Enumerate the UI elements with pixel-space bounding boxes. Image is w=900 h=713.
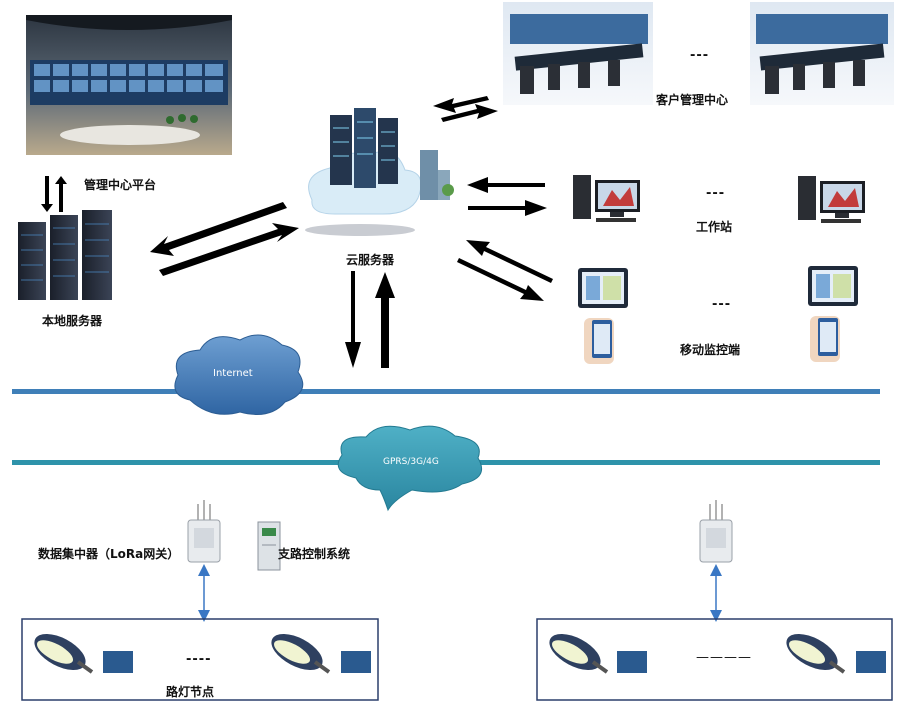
customer-center-image-2 <box>750 2 894 105</box>
cellular-cloud <box>337 425 482 512</box>
label-concentrator: 数据集中器（LoRa网关） <box>38 547 180 561</box>
concentrator-image-2 <box>699 500 733 563</box>
workstation-image-2 <box>798 176 865 223</box>
separator-mobile: --- <box>712 297 732 312</box>
separator-nodes-left: ---- <box>186 652 212 667</box>
arrow-cloud-local <box>150 202 299 276</box>
label-streetlight-nodes: 路灯节点 <box>166 685 215 699</box>
mobile-monitor-image-2 <box>808 266 858 362</box>
separator-nodes-right: ———— <box>696 650 752 665</box>
mobile-monitor-image-1 <box>578 268 628 364</box>
label-customer-mgmt-center: 客户管理中心 <box>656 93 729 107</box>
local-server-image <box>18 210 112 300</box>
streetlight-panel-2 <box>536 618 893 701</box>
concentrator-image-1 <box>187 500 221 563</box>
management-center-image <box>26 15 232 155</box>
separator-workstation: --- <box>706 186 726 201</box>
arrow-mgmt-local <box>41 176 67 212</box>
lora-module-image-1 <box>103 651 133 673</box>
lora-module-image-2 <box>341 651 371 673</box>
label-cloud-server: 云服务器 <box>346 253 395 267</box>
streetlight-image-2 <box>271 633 331 674</box>
streetlight-image-3 <box>549 633 609 674</box>
internet-line <box>12 389 880 394</box>
label-internet: Internet <box>213 368 253 379</box>
label-mobile-monitor: 移动监控端 <box>680 343 741 357</box>
arrow-cloud-workstation <box>467 177 547 216</box>
arrow-cloud-mobile <box>457 240 553 301</box>
label-branch-control: 支路控制系统 <box>278 547 351 561</box>
streetlight-image-4 <box>786 633 846 674</box>
label-local-server: 本地服务器 <box>42 314 103 328</box>
cloud-server-image <box>305 108 454 236</box>
customer-center-image-1 <box>503 2 653 105</box>
streetlight-panel-1 <box>21 618 379 701</box>
label-mgmt-center-platform: 管理中心平台 <box>84 178 157 192</box>
lora-module-image-4 <box>856 651 886 673</box>
streetlight-image-1 <box>34 633 94 674</box>
separator-customer: --- <box>690 48 710 63</box>
internet-cloud <box>174 334 304 415</box>
label-cellular: GPRS/3G/4G <box>383 457 439 467</box>
label-workstation: 工作站 <box>696 220 733 234</box>
branch-control-image <box>257 521 281 571</box>
arrow-cloud-internet <box>345 271 395 368</box>
lora-module-image-3 <box>617 651 647 673</box>
arrow-cloud-customer <box>433 96 498 122</box>
workstation-image-1 <box>573 175 640 222</box>
